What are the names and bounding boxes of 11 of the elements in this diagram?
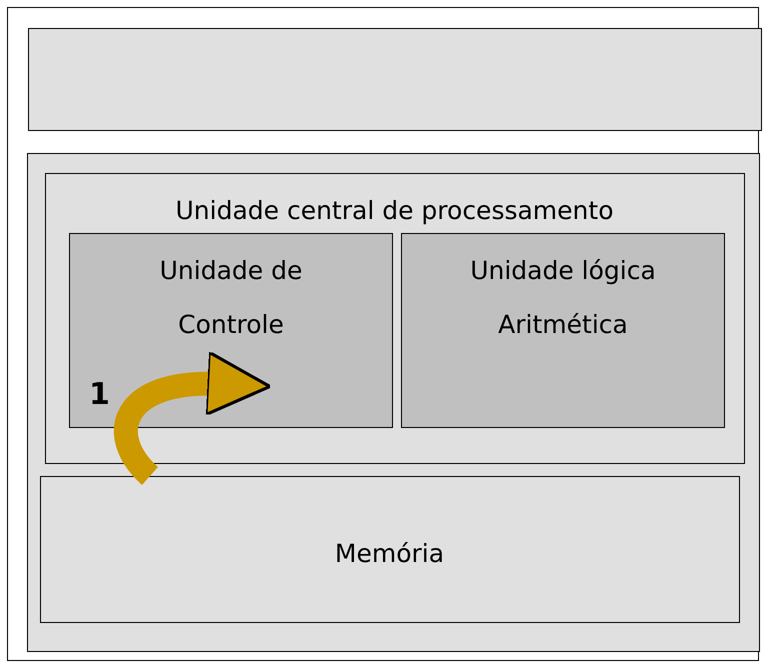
empty-box [28,28,762,131]
unit-box [40,476,740,622]
node-label: Unidade lógica Aritmética [469,255,657,341]
unit-box [69,233,393,428]
curved-arrow [114,351,272,484]
node-label: Memória [334,538,446,570]
heading-text: Unidade central de processamento [174,194,614,226]
unit-box [401,233,725,428]
node-label: Unidade de Controle [158,255,304,341]
empty-box [27,153,760,652]
unit-box [44,172,744,464]
